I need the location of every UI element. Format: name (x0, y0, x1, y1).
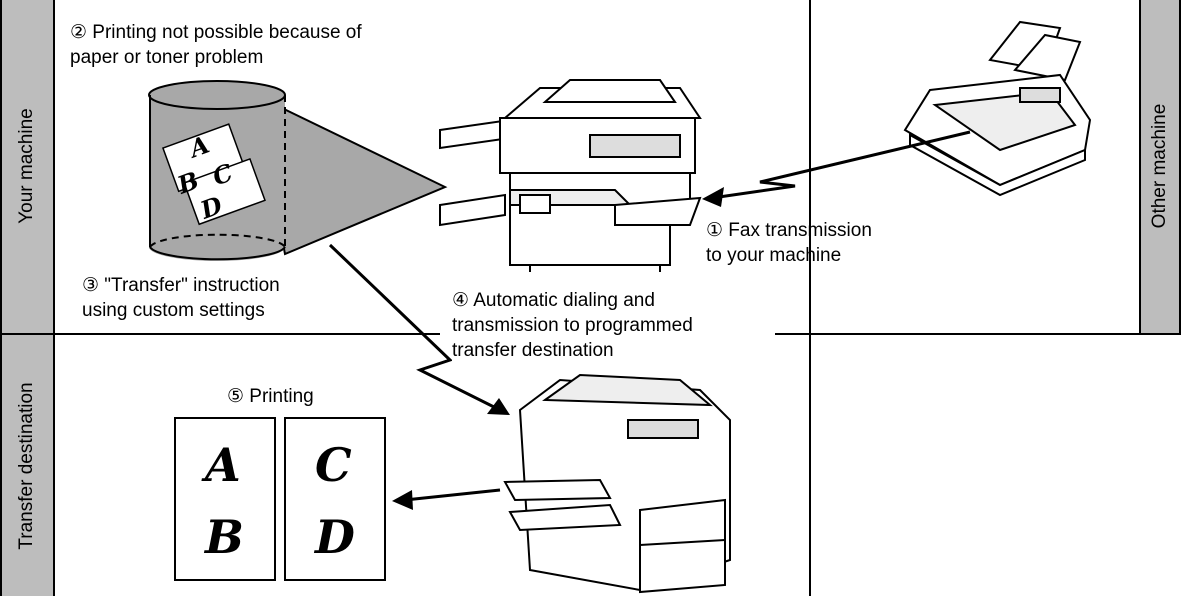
printed-page-2 (284, 417, 386, 581)
step-2-caption: ② Printing not possible because of paper… (70, 22, 362, 68)
step-5-caption: ⑤ Printing (227, 386, 314, 407)
your-machine-label: Your machine (16, 108, 37, 224)
step-3-caption: ③ "Transfer" instruction using custom se… (82, 275, 280, 321)
transfer-destination-band (0, 334, 54, 596)
step-1-caption: ① Fax transmission to your machine (706, 220, 872, 266)
fax-machine-icon (903, 20, 1092, 197)
transfer-destination-label: Transfer destination (16, 382, 37, 550)
page-1-letter-top: A (205, 438, 241, 492)
step-4-caption: ④ Automatic dialing and transmission to … (452, 288, 693, 363)
memory-cylinder-icon (148, 80, 448, 261)
page-2-letter-top: C (315, 438, 352, 492)
other-machine-band (1140, 0, 1181, 334)
page-1-letter-bottom: B (205, 510, 244, 564)
page-2-letter-bottom: D (315, 510, 355, 564)
your-machine-band (0, 0, 54, 334)
other-machine-label: Other machine (1149, 103, 1170, 229)
printed-page-1 (174, 417, 276, 581)
arrows (328, 130, 971, 502)
arrowheads (392, 187, 724, 510)
printer-destination-icon (503, 373, 731, 594)
copier-machine-icon (439, 79, 702, 272)
